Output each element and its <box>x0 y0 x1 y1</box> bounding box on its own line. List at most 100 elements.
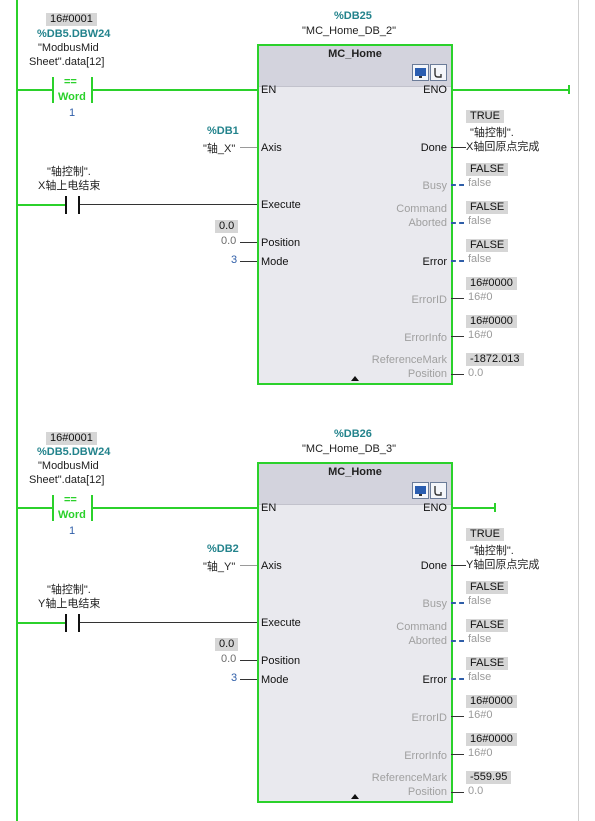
left-power-rail <box>16 0 18 821</box>
compare-constant[interactable]: 16#0001 <box>46 13 97 26</box>
pin-errorid: ErrorID <box>411 294 447 306</box>
busy-status-box: FALSE <box>466 581 509 594</box>
error-value: false <box>468 671 492 683</box>
wire <box>568 85 570 94</box>
errorinfo-status-box: 16#0000 <box>466 733 517 746</box>
compare-operand-address[interactable]: %DB5.DBW24 <box>37 446 111 458</box>
refmark-status-box: -1872.013 <box>466 353 524 366</box>
position-input-box[interactable]: 0.0 <box>215 638 239 651</box>
execute-contact-right[interactable] <box>78 614 80 632</box>
mc-home-block[interactable]: MC_Home EN Axis Execute Position Mode EN… <box>257 44 453 385</box>
instance-db-name: "MC_Home_DB_2" <box>302 25 397 37</box>
position-input-value: 0.0 <box>221 653 237 665</box>
wire <box>451 374 464 375</box>
compare-type: Word <box>58 509 86 521</box>
pin-eno: ENO <box>423 84 447 96</box>
wire <box>451 184 464 186</box>
errorid-status-box: 16#0000 <box>466 277 517 290</box>
compare-type: Word <box>58 91 86 103</box>
pin-error: Error <box>422 256 447 268</box>
compare-constant[interactable]: 16#0001 <box>46 432 97 445</box>
block-header: MC_Home <box>259 46 451 87</box>
pin-errorinfo: ErrorInfo <box>404 332 447 344</box>
done-operand-line2: X轴回原点完成 <box>466 141 540 153</box>
axis-address[interactable]: %DB2 <box>207 543 239 555</box>
compare-contact-left[interactable] <box>52 77 54 103</box>
wire <box>17 622 65 624</box>
axis-address[interactable]: %DB1 <box>207 125 239 137</box>
execute-contact-left[interactable] <box>65 196 67 214</box>
pin-aborted: Aborted <box>408 217 447 229</box>
mode-input-value[interactable]: 3 <box>231 254 238 266</box>
aborted-value: false <box>468 633 492 645</box>
pin-command: Command <box>396 203 447 215</box>
wire <box>240 679 258 680</box>
axis-name: "轴_X" <box>203 143 236 155</box>
errorinfo-status-box: 16#0000 <box>466 315 517 328</box>
pin-position: Position <box>261 237 301 249</box>
wire <box>451 260 464 262</box>
axis-name: "轴_Y" <box>203 561 236 573</box>
compare-below-value: 1 <box>69 107 76 119</box>
tool-icon[interactable] <box>430 64 447 81</box>
pin-axis: Axis <box>261 560 282 572</box>
pin-referencemark: ReferenceMark <box>371 772 447 784</box>
compare-contact-right[interactable] <box>91 77 93 103</box>
mc-home-block[interactable]: MC_Home EN Axis Execute Position Mode EN… <box>257 462 453 803</box>
error-value: false <box>468 253 492 265</box>
mode-input-value[interactable]: 3 <box>231 672 238 684</box>
pin-aborted: Aborted <box>408 635 447 647</box>
wire <box>93 89 257 91</box>
wire <box>17 89 52 91</box>
pin-done: Done <box>420 560 447 572</box>
collapse-up-icon[interactable] <box>351 376 359 381</box>
errorinfo-value: 16#0 <box>468 747 493 759</box>
pin-execute: Execute <box>261 617 301 629</box>
collapse-up-icon[interactable] <box>351 794 359 799</box>
position-output-value: 0.0 <box>468 785 484 797</box>
block-title: MC_Home <box>328 466 382 478</box>
tool-icon[interactable] <box>430 482 447 499</box>
compare-operand-address[interactable]: %DB5.DBW24 <box>37 28 111 40</box>
wire <box>240 261 258 262</box>
wire <box>240 147 258 148</box>
position-input-value: 0.0 <box>221 235 237 247</box>
execute-contact-left[interactable] <box>65 614 67 632</box>
instance-db-address[interactable]: %DB26 <box>334 428 372 440</box>
compare-operand-line2: Sheet".data[12] <box>29 56 105 68</box>
wire <box>451 792 464 793</box>
error-status-box: FALSE <box>466 239 509 252</box>
wire <box>17 204 65 206</box>
screen-icon[interactable] <box>412 64 429 81</box>
execute-contact-right[interactable] <box>78 196 80 214</box>
position-output-value: 0.0 <box>468 367 484 379</box>
wire <box>451 147 466 148</box>
wire <box>451 716 464 717</box>
done-status-box: TRUE <box>466 528 504 541</box>
screen-icon[interactable] <box>412 482 429 499</box>
compare-operator: == <box>64 494 77 506</box>
position-input-box[interactable]: 0.0 <box>215 220 239 233</box>
wire <box>17 507 52 509</box>
wire <box>451 754 464 755</box>
compare-contact-right[interactable] <box>91 495 93 521</box>
instance-db-name: "MC_Home_DB_3" <box>302 443 397 455</box>
wire <box>240 242 258 243</box>
aborted-value: false <box>468 215 492 227</box>
wire <box>451 89 569 91</box>
pin-en: EN <box>261 84 277 96</box>
refmark-status-box: -559.95 <box>466 771 512 784</box>
pin-mode: Mode <box>261 674 289 686</box>
wire <box>451 678 464 680</box>
wire <box>80 622 257 623</box>
wire <box>93 507 257 509</box>
wire <box>240 660 258 661</box>
aborted-status-box: FALSE <box>466 201 509 214</box>
compare-contact-left[interactable] <box>52 495 54 521</box>
busy-status-box: FALSE <box>466 163 509 176</box>
pin-errorid: ErrorID <box>411 712 447 724</box>
pin-errorinfo: ErrorInfo <box>404 750 447 762</box>
block-header: MC_Home <box>259 464 451 505</box>
wire <box>451 222 464 224</box>
instance-db-address[interactable]: %DB25 <box>334 10 372 22</box>
